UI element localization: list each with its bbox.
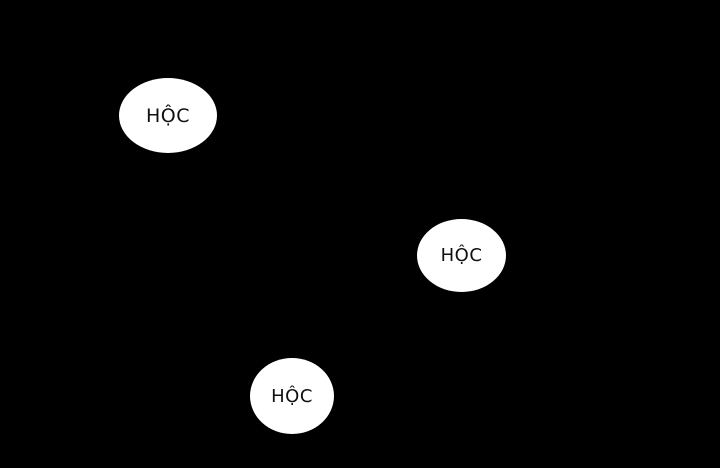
speech-bubble: HỘC (417, 219, 506, 292)
bubble-text: HỘC (271, 385, 313, 407)
bubble-text: HỘC (145, 104, 190, 127)
speech-bubble: HỘC (119, 78, 217, 153)
speech-bubble: HỘC (250, 358, 334, 434)
bubble-text: HỘC (440, 245, 483, 266)
